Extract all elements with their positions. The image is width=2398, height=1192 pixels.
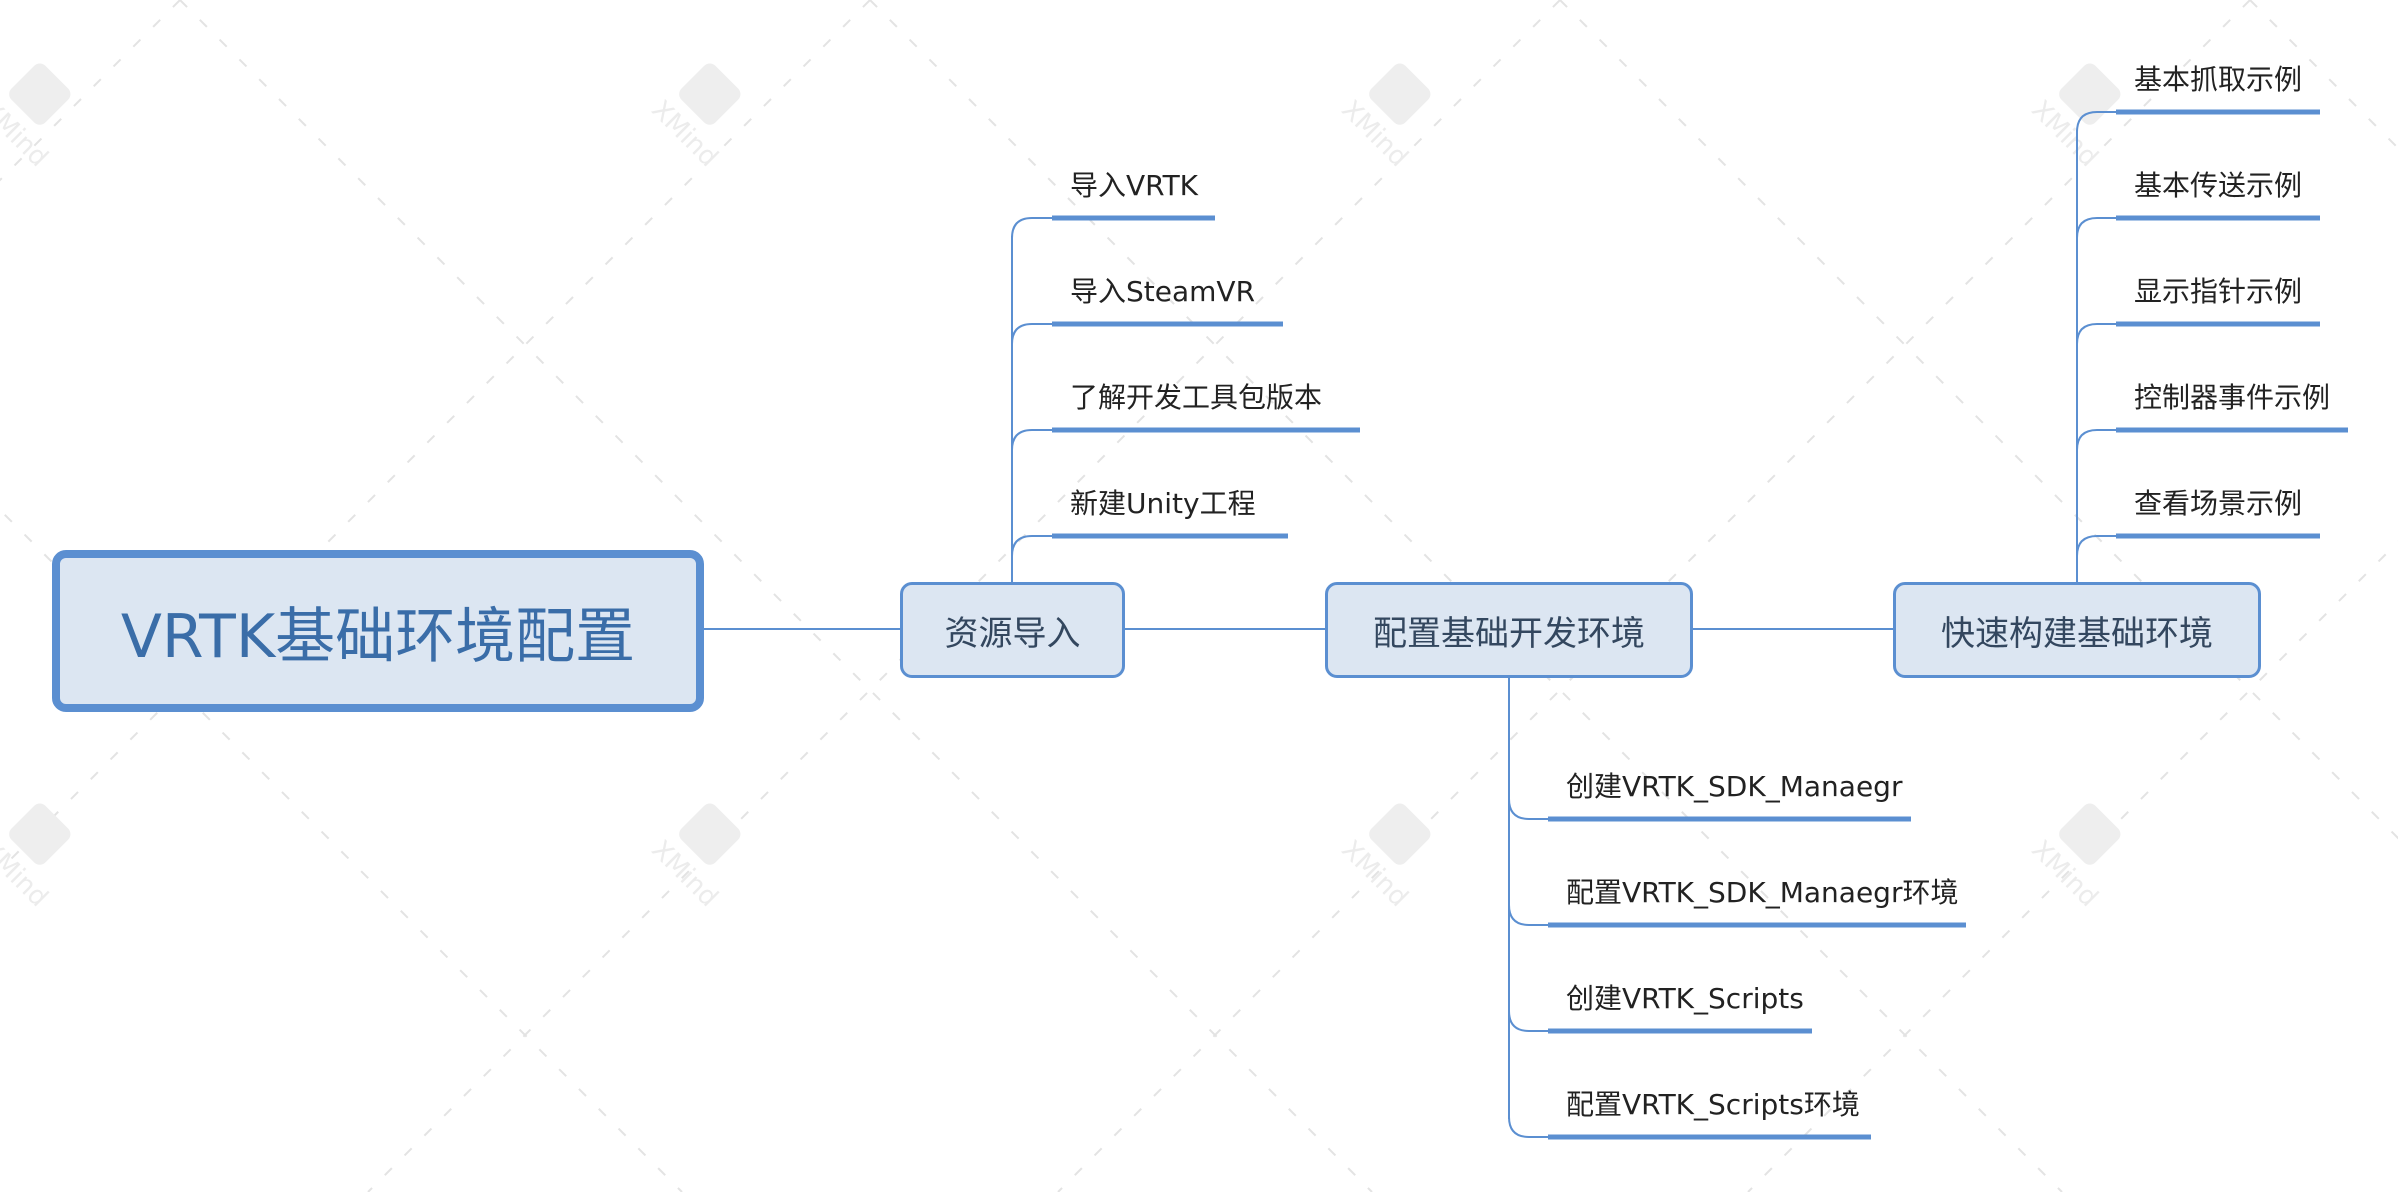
watermark-line (1747, 540, 2398, 1192)
root-topic-label: VRTK基础环境配置 (120, 601, 636, 672)
subtopic-label[interactable]: 显示指针示例 (2134, 275, 2303, 308)
subtopic-label[interactable]: 创建VRTK_Scripts (1566, 982, 1804, 1015)
branch-elbow (1508, 1116, 1548, 1138)
subtopic-label[interactable]: 导入VRTK (1070, 169, 1199, 202)
watermark-logo: XMind (0, 803, 71, 913)
watermark-logo: XMind (0, 63, 71, 173)
branch-elbow (1508, 1010, 1548, 1032)
branch-elbow (1508, 904, 1548, 926)
watermark-logo: XMind (1335, 803, 1431, 913)
branch-elbow (1011, 323, 1052, 345)
subtopic-label[interactable]: 配置VRTK_Scripts环境 (1566, 1088, 1860, 1121)
branch-elbow (2076, 217, 2116, 239)
branch-elbow (1011, 535, 1052, 557)
subtopic-label[interactable]: 控制器事件示例 (2134, 381, 2331, 414)
main-topic-label: 资源导入 (944, 613, 1081, 654)
main-topic-quick-build-env[interactable]: 快速构建基础环境 (1893, 582, 2261, 678)
branch-elbow (2076, 111, 2116, 133)
main-topic-config-dev-env[interactable]: 配置基础开发环境 (1325, 582, 1693, 678)
branch-elbow (2076, 323, 2116, 345)
branch-elbow (1508, 798, 1548, 820)
root-topic[interactable]: VRTK基础环境配置 (52, 550, 704, 712)
subtopic-label[interactable]: 基本抓取示例 (2134, 63, 2303, 96)
branch-elbow (1011, 217, 1052, 239)
branch-elbow (1011, 429, 1052, 451)
subtopic-label[interactable]: 导入SteamVR (1070, 275, 1256, 308)
subtopic-label[interactable]: 了解开发工具包版本 (1070, 381, 1323, 414)
watermark-logo: XMind (645, 63, 741, 173)
subtopic-label[interactable]: 基本传送示例 (2134, 169, 2303, 202)
main-topic-label: 快速构建基础环境 (1941, 613, 2213, 654)
subtopic-label[interactable]: 创建VRTK_SDK_Manaegr (1566, 770, 1903, 803)
subtopic-label[interactable]: 查看场景示例 (2134, 487, 2303, 520)
connector-layer (704, 109, 2348, 1140)
watermark-line (179, 0, 1373, 1192)
subtopic-label[interactable]: 配置VRTK_SDK_Manaegr环境 (1566, 876, 1959, 909)
subtopic-label[interactable]: 新建Unity工程 (1070, 487, 1256, 520)
main-topic-resource-import[interactable]: 资源导入 (900, 582, 1125, 678)
main-topic-label: 配置基础开发环境 (1373, 613, 1645, 654)
branch-elbow (2076, 535, 2116, 557)
branch-elbow (2076, 429, 2116, 451)
watermark-logo: XMind (645, 803, 741, 913)
watermark-logo: XMind (2025, 803, 2121, 913)
watermark-logo: XMind (1335, 63, 1431, 173)
